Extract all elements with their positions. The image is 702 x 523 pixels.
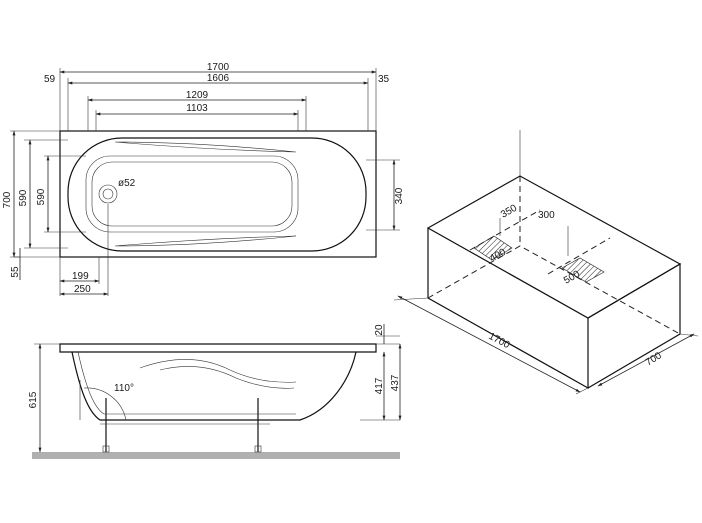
drain-outer-ring (98, 184, 118, 204)
dim-417: 417 (374, 377, 385, 394)
dim-1103: 1103 (186, 103, 208, 114)
side-view-wave (139, 359, 297, 383)
leg-foot-left (102, 445, 110, 453)
top-view: ø52 1700 1606 59 35 1209 1103 700 590 59… (2, 62, 405, 296)
drain-diameter-label: ø52 (118, 178, 136, 189)
tub-rim (59, 343, 377, 353)
leg-foot-right (254, 445, 262, 453)
tub-inner-basin (67, 137, 367, 252)
side-view: 110° 615 20 417 437 (28, 324, 402, 459)
foot-rail-2 (547, 237, 611, 275)
angle-110: 110° (114, 383, 134, 394)
drain-inner-ring (102, 188, 114, 200)
box-top-face (426, 175, 682, 319)
dim-590-inner: 590 (36, 188, 47, 205)
dim-300: 300 (538, 210, 555, 221)
box-front-face (427, 228, 589, 390)
foot-hatch-left (473, 235, 513, 261)
dim-350: 350 (499, 203, 519, 221)
dim-1700-iso: 1700 (487, 331, 512, 351)
side-wave-bottom (114, 235, 297, 247)
tub-bottom-inner (91, 161, 293, 227)
dim-line-700-iso (597, 333, 695, 387)
side-wave-top (114, 141, 297, 153)
floor (32, 452, 400, 459)
angle-arc (83, 387, 127, 421)
dim-437: 437 (390, 374, 401, 391)
dim-250: 250 (74, 284, 91, 295)
dim-59: 59 (44, 74, 56, 85)
tub-bottom-area (85, 155, 299, 233)
tub-outer-outline (59, 130, 377, 258)
dim-1606: 1606 (207, 73, 230, 84)
frame-view: 350 300 400 500 1700 700 (393, 130, 699, 395)
dim-line-1700-iso (397, 295, 581, 393)
dim-55: 55 (10, 266, 21, 278)
dim-615: 615 (28, 391, 39, 408)
box-hidden-edges (427, 176, 681, 335)
dim-700-left: 700 (2, 191, 13, 208)
dim-1700-top: 1700 (207, 62, 230, 73)
foot-hatch-right (561, 257, 605, 283)
dim-20: 20 (374, 324, 385, 336)
dim-1209: 1209 (186, 90, 209, 101)
side-view-wave-2 (159, 366, 295, 389)
dim-340: 340 (394, 187, 405, 204)
dim-199: 199 (72, 271, 89, 282)
dim-590-outer: 590 (18, 189, 29, 206)
tub-inner-profile (77, 351, 296, 415)
dim-35: 35 (378, 74, 390, 85)
